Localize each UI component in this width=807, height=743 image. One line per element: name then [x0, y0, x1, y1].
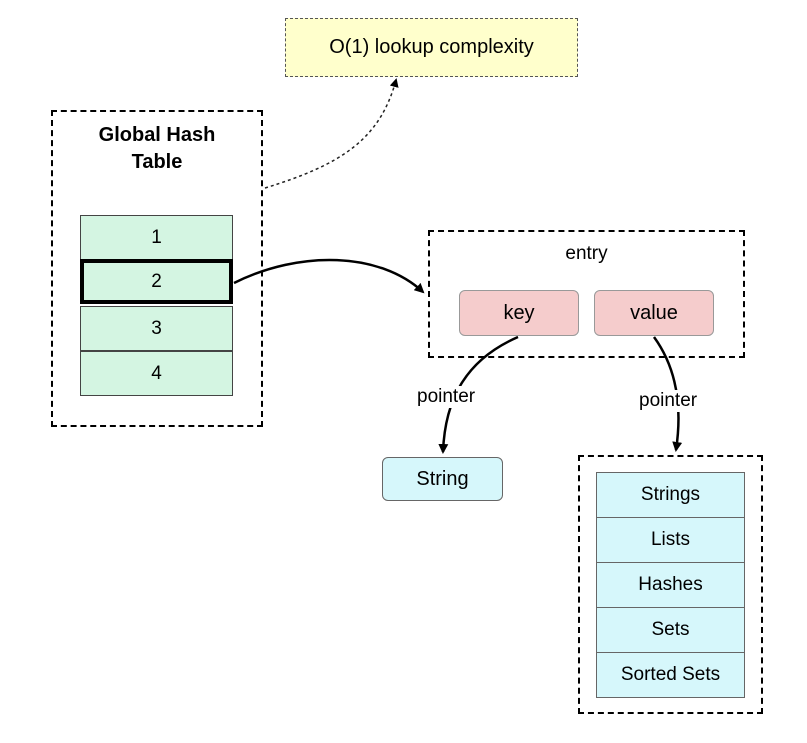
entry-value-label: value	[630, 301, 678, 324]
string-box-label: String	[416, 467, 469, 490]
hash-bucket-label: 1	[151, 226, 162, 248]
hash-bucket-label: 3	[151, 317, 162, 339]
value-type-sorted-sets: Sorted Sets	[596, 652, 745, 698]
entry-container	[428, 230, 745, 358]
hash-bucket-1: 1	[80, 215, 233, 260]
hash-bucket-label: 4	[151, 362, 162, 384]
value-type-label: Sets	[651, 619, 690, 640]
value-type-strings: Strings	[596, 472, 745, 518]
value-type-sets: Sets	[596, 607, 745, 653]
value-type-label: Sorted Sets	[620, 664, 721, 685]
value-pointer-label: pointer	[637, 390, 700, 412]
value-type-label: Lists	[650, 529, 691, 550]
hash-bucket-3: 3	[80, 306, 233, 351]
note-connector	[264, 78, 399, 189]
global-hash-table-title-line2: Table	[131, 151, 183, 173]
global-hash-table-title-line1: Global Hash	[98, 124, 216, 146]
entry-label: entry	[565, 243, 608, 264]
value-type-hashes: Hashes	[596, 562, 745, 608]
value-types-container	[578, 455, 763, 714]
key-pointer-label: pointer	[415, 386, 478, 408]
value-type-label: Hashes	[638, 574, 703, 595]
value-type-lists: Lists	[596, 517, 745, 563]
hash-bucket-4: 4	[80, 351, 233, 396]
hash-bucket-label: 2	[151, 270, 162, 292]
string-box: String	[382, 457, 503, 501]
hash-bucket-2-highlighted: 2	[80, 259, 233, 304]
entry-key-label: key	[503, 301, 535, 324]
complexity-note: O(1) lookup complexity	[285, 18, 578, 77]
entry-key-box: key	[459, 290, 579, 336]
global-hash-table-title: Global Hash Table	[51, 122, 263, 176]
complexity-note-text: O(1) lookup complexity	[329, 36, 534, 58]
value-type-label: Strings	[640, 484, 701, 505]
entry-value-box: value	[594, 290, 714, 336]
